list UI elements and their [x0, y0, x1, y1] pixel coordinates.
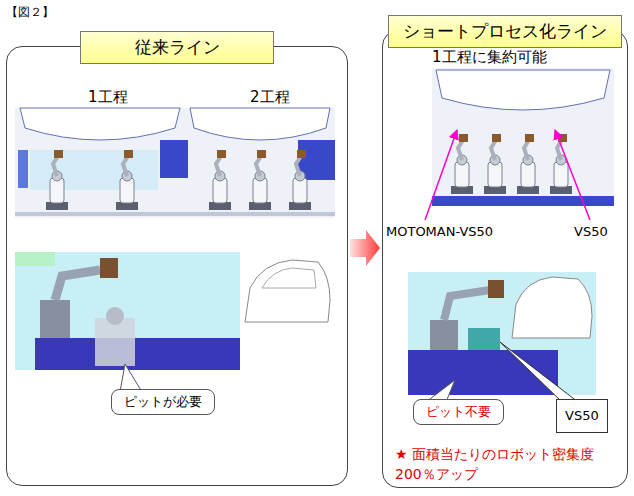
photo-background	[432, 68, 614, 206]
callout-text: ピット不要	[426, 404, 491, 420]
block-arrow	[350, 230, 380, 266]
callout-box: ピットが必要	[111, 389, 215, 415]
robot-body	[40, 300, 70, 338]
photo-background	[408, 272, 596, 395]
callout-box: VS50	[556, 399, 608, 433]
line-panel: 従来ラインピットが必要	[6, 46, 348, 486]
leader-arrow	[555, 130, 590, 220]
pit-robot	[95, 318, 135, 366]
equipment-block	[18, 150, 28, 188]
car-body	[512, 277, 592, 338]
robot	[289, 150, 311, 210]
robot-arm	[55, 270, 100, 300]
robot	[451, 134, 473, 194]
callout-text: ピットが必要	[124, 394, 202, 410]
robot-label: VS50	[574, 224, 608, 239]
note-text: ★ 面積当たりのロボット密集度 200％アップ	[395, 444, 621, 484]
floor-line	[15, 212, 335, 216]
callout-pointer	[500, 342, 578, 402]
robot-body	[430, 320, 458, 350]
robot	[484, 134, 506, 194]
robot-base-platform	[35, 338, 240, 370]
callout-pointer	[120, 364, 142, 392]
car-body	[20, 108, 180, 140]
cell-area	[30, 150, 158, 190]
weld-gun	[488, 280, 504, 298]
photo-background	[15, 108, 335, 218]
car-window	[262, 268, 316, 288]
process-label: 1工程に集約可能	[432, 48, 547, 67]
callout-box: ピット不要	[413, 399, 504, 425]
robot	[46, 150, 68, 210]
figure-number: 【図２】	[6, 4, 54, 21]
process-label: 1工程	[88, 88, 128, 107]
robot-label: MOTOMAN-VS50	[386, 224, 493, 239]
photo-corner	[15, 252, 55, 266]
robot-arm	[444, 290, 490, 320]
photo-background	[15, 252, 240, 370]
floor-line	[432, 196, 614, 206]
car-body	[436, 70, 610, 110]
callout-text: VS50	[565, 408, 599, 424]
panel-heading: ショートプロセス化ライン	[388, 15, 622, 48]
vs50-robot	[468, 328, 500, 350]
car-body	[245, 260, 330, 322]
line-panel: ショートプロセス化ラインピット不要VS50	[382, 30, 628, 488]
weld-gun	[100, 258, 118, 278]
robot	[517, 134, 539, 194]
equipment-block	[160, 140, 188, 178]
process-label: 2工程	[250, 88, 290, 107]
robot-joint	[106, 307, 124, 325]
car-body	[190, 108, 330, 140]
robot	[249, 150, 271, 210]
leader-arrow	[425, 130, 457, 220]
robot	[209, 150, 231, 210]
robot	[116, 150, 138, 210]
panel-heading: 従来ライン	[80, 31, 274, 64]
